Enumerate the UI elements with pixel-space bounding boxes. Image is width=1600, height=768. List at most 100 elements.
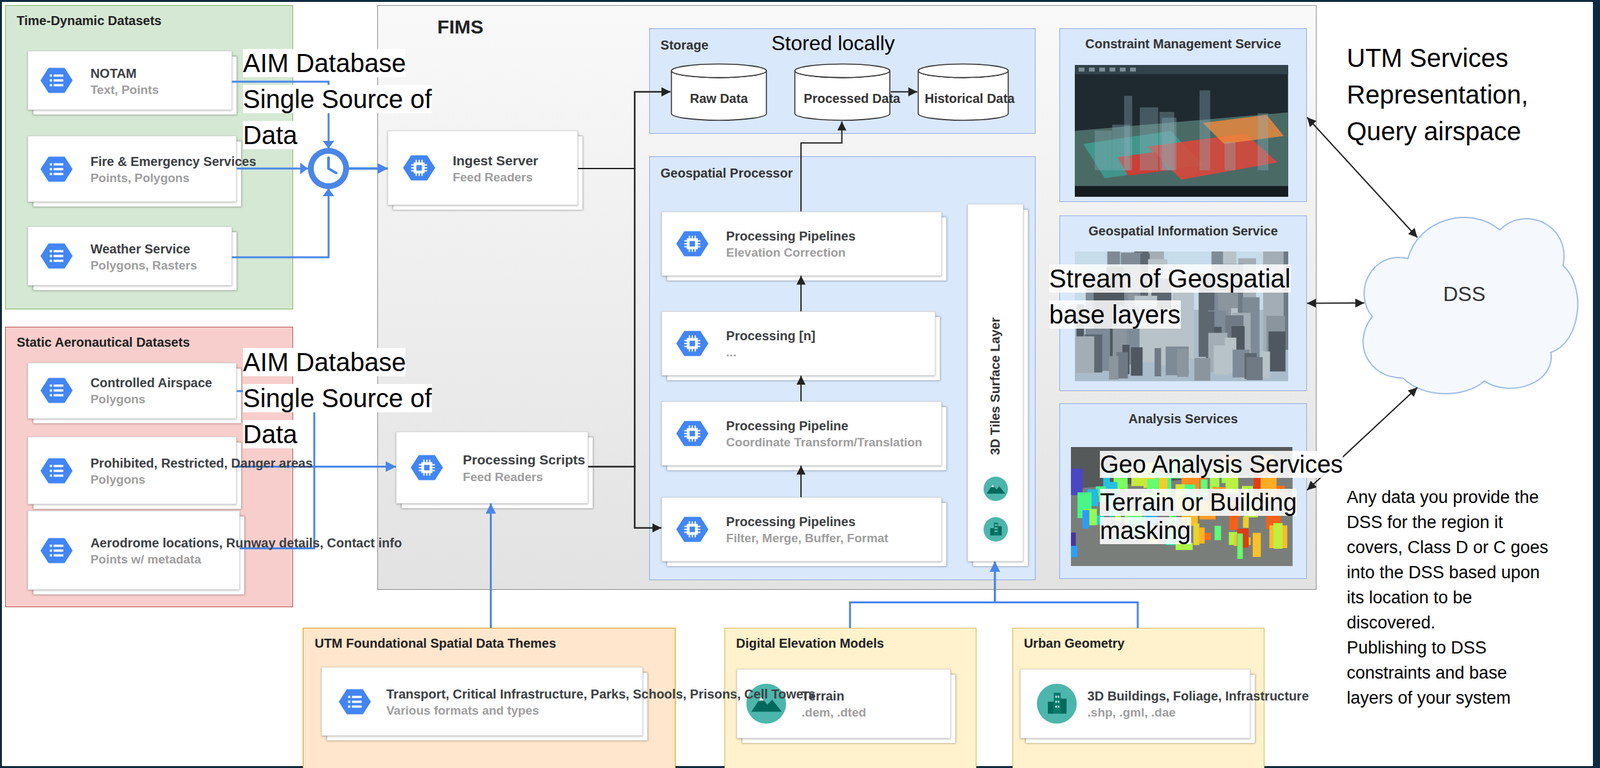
text-group: Analysis Services <box>1060 411 1307 427</box>
picture-shape <box>1258 113 1269 171</box>
picture-shape <box>994 530 996 532</box>
picture-shape <box>53 172 64 175</box>
database-cylinder: Raw Data <box>670 62 768 121</box>
service-panel: Constraint Management Service <box>1059 28 1308 202</box>
decoration-shape <box>322 140 335 149</box>
node-subtitle: Points w/ metadata <box>90 551 223 567</box>
node-title: Processing Scripts <box>462 451 579 468</box>
dataset-card: Prohibited, Restricted, Danger areasPoly… <box>27 436 237 504</box>
node-title: FIMS <box>437 16 484 38</box>
picture-shape <box>53 384 64 387</box>
node-subtitle: Polygons <box>90 471 223 488</box>
icon-disc <box>983 516 1008 542</box>
text-group: Digital Elevation Models <box>736 635 884 651</box>
cylinder-body <box>917 70 1008 121</box>
node-title: Analysis Services <box>1060 411 1307 427</box>
server-card: Processing ScriptsFeed Readers <box>395 431 589 503</box>
text-group: UTM Foundational Spatial Data Themes <box>314 635 557 651</box>
node-title: Storage <box>660 37 709 53</box>
picture-shape <box>1074 185 1289 197</box>
icon-group <box>410 454 443 480</box>
picture-shape <box>1237 532 1244 559</box>
picture-shape <box>50 464 53 468</box>
picture-shape <box>1109 356 1120 380</box>
dataset-card: Aerodrome locations, Runway details, Con… <box>27 510 240 591</box>
node-title: Raw Data <box>680 91 758 107</box>
node-subtitle: Feed Readers <box>462 469 579 485</box>
text-group: Controlled AirspacePolygons <box>90 374 223 407</box>
text-group: Processing PipelinesFilter, Merge, Buffe… <box>726 513 926 546</box>
text-group: Static Aeronautical Datasets <box>16 334 190 350</box>
picture-shape <box>53 259 64 263</box>
dss-cloud: DSS <box>1346 188 1582 401</box>
picture-shape <box>676 331 709 357</box>
node-title: Processing [n] <box>726 327 926 344</box>
service-illustration <box>1074 64 1289 197</box>
building-icon <box>983 516 1008 542</box>
icon-group <box>40 537 73 563</box>
node-title: Static Aeronautical Datasets <box>16 334 190 350</box>
annotation-block: Publishing to DSS constraints and base l… <box>1346 635 1556 711</box>
source-group: Transport, Critical Infrastructure, Park… <box>302 627 675 768</box>
source-card: Transport, Critical Infrastructure, Park… <box>321 666 643 737</box>
picture-shape <box>1057 705 1059 708</box>
picture-shape <box>50 250 53 253</box>
dataset-card: NOTAMText, Points <box>27 50 233 110</box>
picture-shape <box>1082 509 1090 529</box>
text-group: Storage <box>660 37 709 53</box>
node-title: UTM Foundational Spatial Data Themes <box>314 635 557 651</box>
picture-shape <box>687 523 699 535</box>
chip-icon <box>676 417 709 450</box>
picture-shape <box>1243 516 1250 528</box>
picture-shape <box>687 237 699 249</box>
picture-shape <box>676 230 709 256</box>
picture-shape <box>50 548 53 552</box>
picture-shape <box>1203 115 1285 144</box>
node-title: 3D Buildings, Foliage, Infrastructure <box>1087 687 1220 704</box>
picture-shape <box>750 696 782 711</box>
source-group: 3D Buildings, Foliage, Infrastructure.sh… <box>1012 627 1265 768</box>
node-title: Time-Dynamic Datasets <box>16 13 162 29</box>
picture-shape <box>687 427 699 439</box>
icon-group <box>1036 683 1077 724</box>
node-title: Constraint Management Service <box>1060 36 1307 52</box>
annotation-label: Stream of Geospatial base layers <box>1049 264 1291 329</box>
annotation-block: Stream of Geospatial base layers <box>1049 260 1300 333</box>
text-group: Prohibited, Restricted, Danger areasPoly… <box>90 455 223 488</box>
chip-icon <box>676 227 709 260</box>
node-title: Processed Data <box>803 91 881 107</box>
picture-shape <box>53 464 64 468</box>
picture-shape <box>986 484 1005 494</box>
picture-shape <box>1159 111 1175 171</box>
picture-shape <box>676 420 709 446</box>
text-group: Time-Dynamic Datasets <box>16 13 162 29</box>
node-title: Digital Elevation Models <box>736 635 884 651</box>
picture-shape <box>50 469 53 472</box>
picture-shape <box>1047 701 1054 714</box>
picture-shape <box>50 255 53 258</box>
text-group: Aerodrome locations, Runway details, Con… <box>90 534 223 567</box>
annotation-block: Any data you provide the DSS for the reg… <box>1346 484 1556 636</box>
annotation-block: AIM Database Single Source of Data <box>242 343 456 452</box>
picture-shape <box>410 454 443 480</box>
annotation-label: Any data you provide the DSS for the reg… <box>1346 487 1549 632</box>
node-subtitle: .shp, .gml, .dae <box>1087 704 1220 720</box>
source-card: 3D Buildings, Foliage, Infrastructure.sh… <box>1020 668 1250 738</box>
picture-shape <box>1225 141 1237 171</box>
chip-icon <box>676 512 709 546</box>
picture-shape <box>50 394 53 397</box>
node-title: Geospatial Information Service <box>1060 223 1307 239</box>
picture-shape <box>50 388 53 392</box>
icon-group <box>338 688 371 714</box>
icon-disc <box>983 476 1008 501</box>
icon-group <box>676 230 709 256</box>
picture-shape <box>53 543 64 547</box>
node-subtitle: Filter, Merge, Buffer, Format <box>726 530 926 546</box>
picture-shape <box>53 74 64 78</box>
icon-group <box>40 243 73 269</box>
picture-shape <box>996 524 998 526</box>
list-icon <box>40 239 73 272</box>
node-subtitle: Polygons <box>90 391 223 407</box>
picture-shape <box>1060 698 1067 713</box>
list-icon <box>338 685 371 718</box>
